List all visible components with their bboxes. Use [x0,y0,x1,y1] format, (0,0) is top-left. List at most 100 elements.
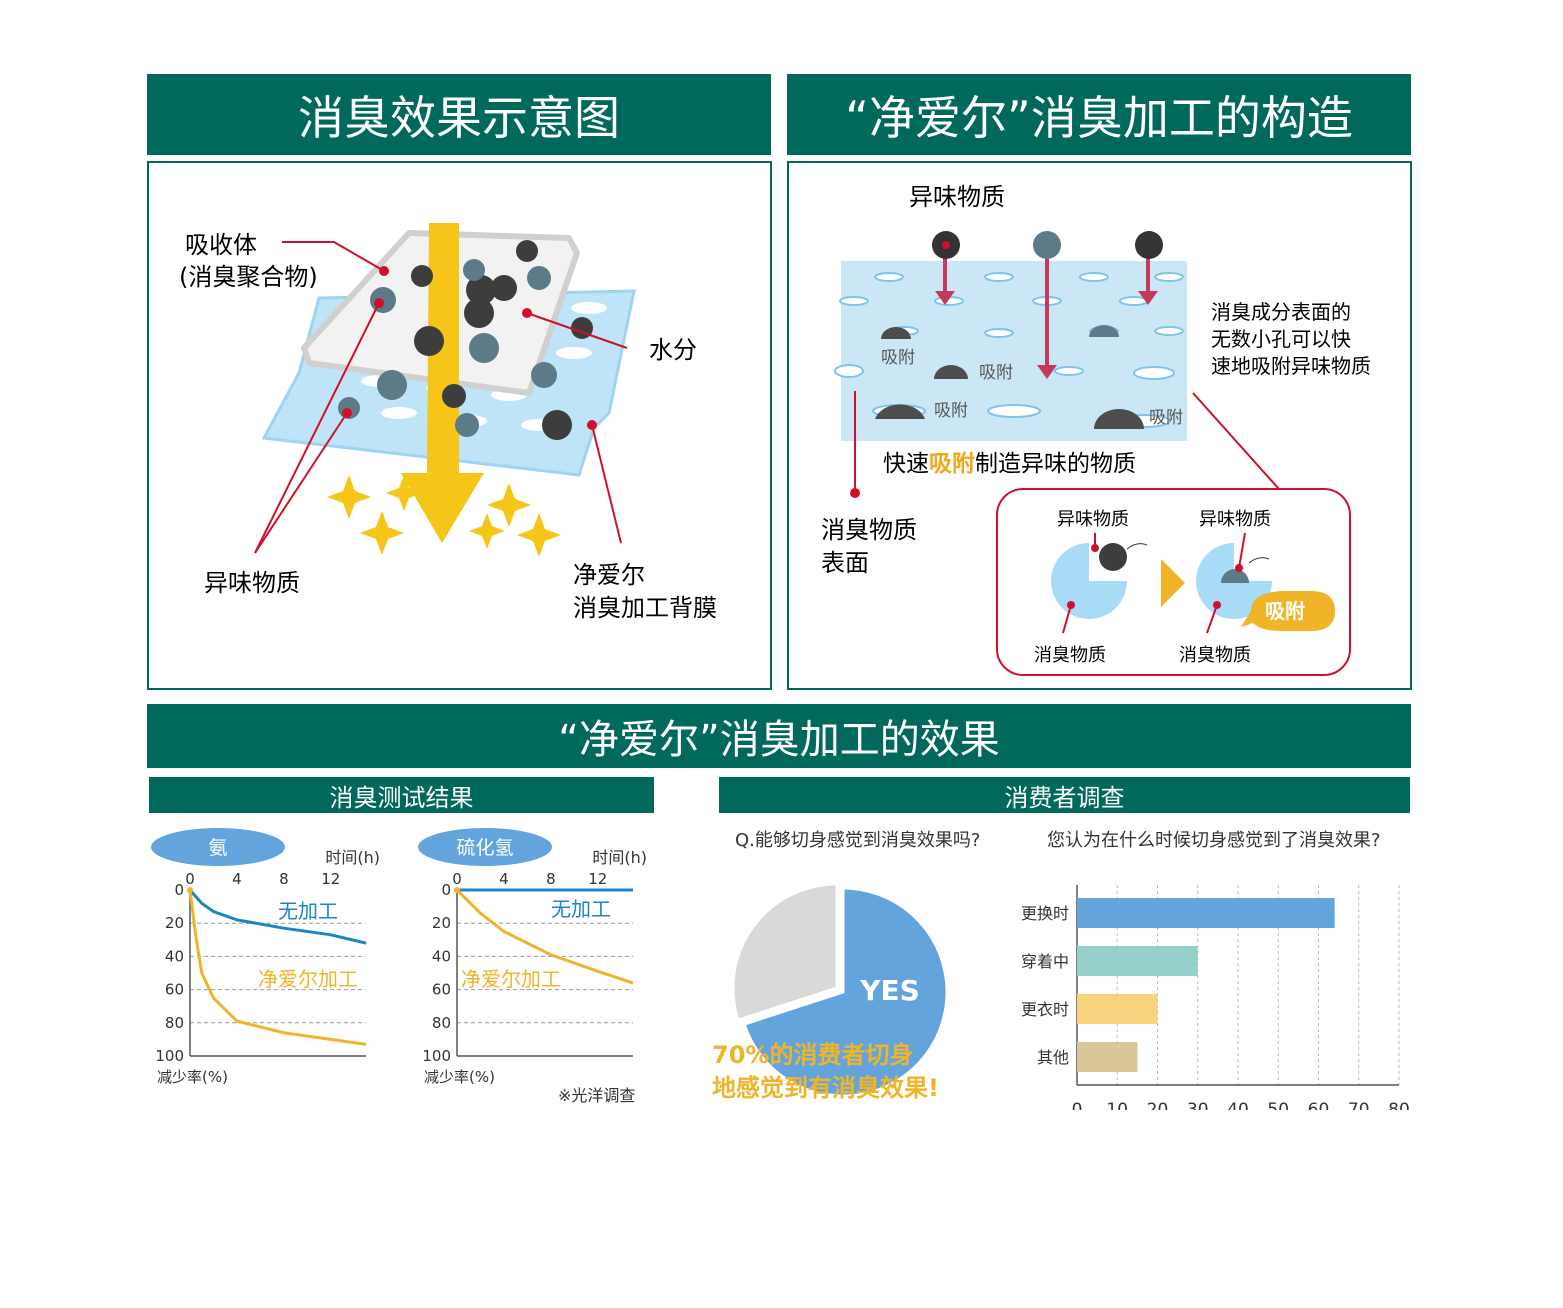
x-tick-label: 40 [1227,1100,1249,1110]
pie-slice [731,882,839,1023]
desc-line-3: 速地吸附异味物质 [1211,354,1371,378]
inset-odor-label-2: 异味物质 [1199,509,1271,530]
odor-top-label: 异味物质 [909,183,1005,211]
adsorb-caption: 快速吸附制造异味的物质 [883,450,1136,477]
film-label-1: 净爱尔 [573,561,645,589]
bar [1077,898,1335,928]
series-label: 无加工 [551,897,611,921]
flow-arrow [401,223,484,543]
diagram-illustration: 吸收体 (消臭聚合物) 水分 异味物质 净爱尔 消臭加工背膜 [179,223,717,622]
consumer-pie-chart: YES [731,882,949,1098]
y-tick-label: 80 [165,1014,184,1032]
x-tick-label: 0 [1072,1100,1083,1110]
x-tick-label: 10 [1106,1100,1128,1110]
y-tick-label: 20 [165,914,184,932]
x-axis-title: 时间(h) [592,848,647,867]
origin-point [187,887,193,893]
structure-title-bar: “净爱尔”消臭加工的构造 [787,74,1411,155]
x-tick-label: 4 [499,870,509,888]
y-tick-label: 60 [432,981,451,999]
y-tick-label: 100 [422,1047,451,1065]
structure-title: “净爱尔”消臭加工的构造 [845,90,1353,145]
x-tick-label: 50 [1267,1100,1289,1110]
series-label: 无加工 [278,899,338,923]
surface-label-1: 消臭物质 [821,516,917,544]
inset-adsorb-bubble: 吸附 [1241,591,1335,631]
inset-material-label-1: 消臭物质 [1034,645,1106,666]
y-tick-label: 0 [441,881,451,899]
survey-title: 消费者调查 [1004,783,1125,812]
y-tick-label: 0 [174,881,184,899]
category-label: 更换时 [1021,904,1069,923]
diagram-title-bar: 消臭效果示意图 [147,74,771,155]
category-label: 其他 [1037,1048,1069,1067]
y-tick-label: 100 [155,1047,184,1065]
effect-title: “净爱尔”消臭加工的效果 [558,717,1000,763]
y-tick-label: 40 [432,947,451,965]
gas-badge [418,828,552,866]
x-tick-label: 12 [588,870,607,888]
desc-line-2: 无数小孔可以快 [1211,327,1351,351]
x-tick-label: 8 [546,870,556,888]
x-tick-label: 60 [1308,1100,1330,1110]
test-title: 消臭测试结果 [329,783,474,812]
adsorb-label-2: 吸附 [979,363,1013,383]
pie-note-2: 地感觉到有消臭效果! [712,1074,939,1102]
x-tick-label: 0 [185,870,195,888]
absorber-label: 吸收体 [185,231,257,259]
desc-line-1: 消臭成分表面的 [1211,300,1351,324]
origin-point [454,887,460,893]
y-tick-label: 20 [432,914,451,932]
bar [1077,994,1158,1024]
y-axis-title: 减少率(%) [424,1068,495,1086]
inset-arrow [1161,559,1185,607]
odor-label: 异味物质 [204,569,300,597]
x-tick-label: 80 [1388,1100,1410,1110]
survey-title-bar: 消费者调查 [719,777,1410,813]
bar [1077,946,1198,976]
absorber-sub-label: (消臭聚合物) [179,263,318,291]
category-label: 更衣时 [1021,1000,1069,1019]
y-tick-label: 60 [165,981,184,999]
series-line [188,889,367,1046]
bar [1077,1042,1138,1072]
x-tick-label: 8 [279,870,289,888]
x-tick-label: 0 [452,870,462,888]
question-2: 您认为在什么时候切身感觉到了消臭效果? [1047,830,1381,851]
test-title-bar: 消臭测试结果 [149,777,654,813]
effect-title-bar: “净爱尔”消臭加工的效果 [147,704,1411,768]
structure-panel: 异味物质 吸附 吸附 吸附 吸附 消臭成分表面的 无数小孔可以快 速地吸附异味物… [787,161,1412,690]
pie-slice-label: YES [859,974,920,1007]
molecules [411,240,593,440]
gas-badge-label: 氨 [208,837,227,859]
inset-material-label-2: 消臭物质 [1179,645,1251,666]
gas-badge [151,828,285,866]
pie-slice [742,886,949,1098]
series-label: 净爱尔加工 [461,967,561,991]
series-line [455,888,634,985]
sparkles [327,475,561,557]
structure-illustration: 异味物质 吸附 吸附 吸附 吸附 消臭成分表面的 无数小孔可以快 速地吸附异味物… [821,183,1371,676]
diagram-panel: 吸收体 (消臭聚合物) 水分 异味物质 净爱尔 消臭加工背膜 [147,161,772,690]
inset-odor-label-1: 异味物质 [1057,509,1129,530]
x-axis-title: 时间(h) [325,848,380,867]
adsorb-label-4: 吸附 [1149,408,1183,428]
y-tick-label: 40 [165,947,184,965]
water-label: 水分 [649,336,697,364]
series-line [188,889,367,945]
question-1: Q.能够切身感觉到消臭效果吗? [735,830,981,851]
film-label-2: 消臭加工背膜 [573,594,717,622]
x-tick-label: 70 [1348,1100,1370,1110]
y-tick-label: 80 [432,1014,451,1032]
gas-badge-label: 硫化氢 [456,837,513,859]
series-label: 净爱尔加工 [258,967,358,991]
surface-label-2: 表面 [821,549,869,577]
x-tick-label: 20 [1147,1100,1169,1110]
x-tick-label: 12 [321,870,340,888]
adsorb-label-3: 吸附 [934,401,968,421]
x-tick-label: 4 [232,870,242,888]
y-axis-title: 减少率(%) [157,1068,228,1086]
x-tick-label: 30 [1187,1100,1209,1110]
